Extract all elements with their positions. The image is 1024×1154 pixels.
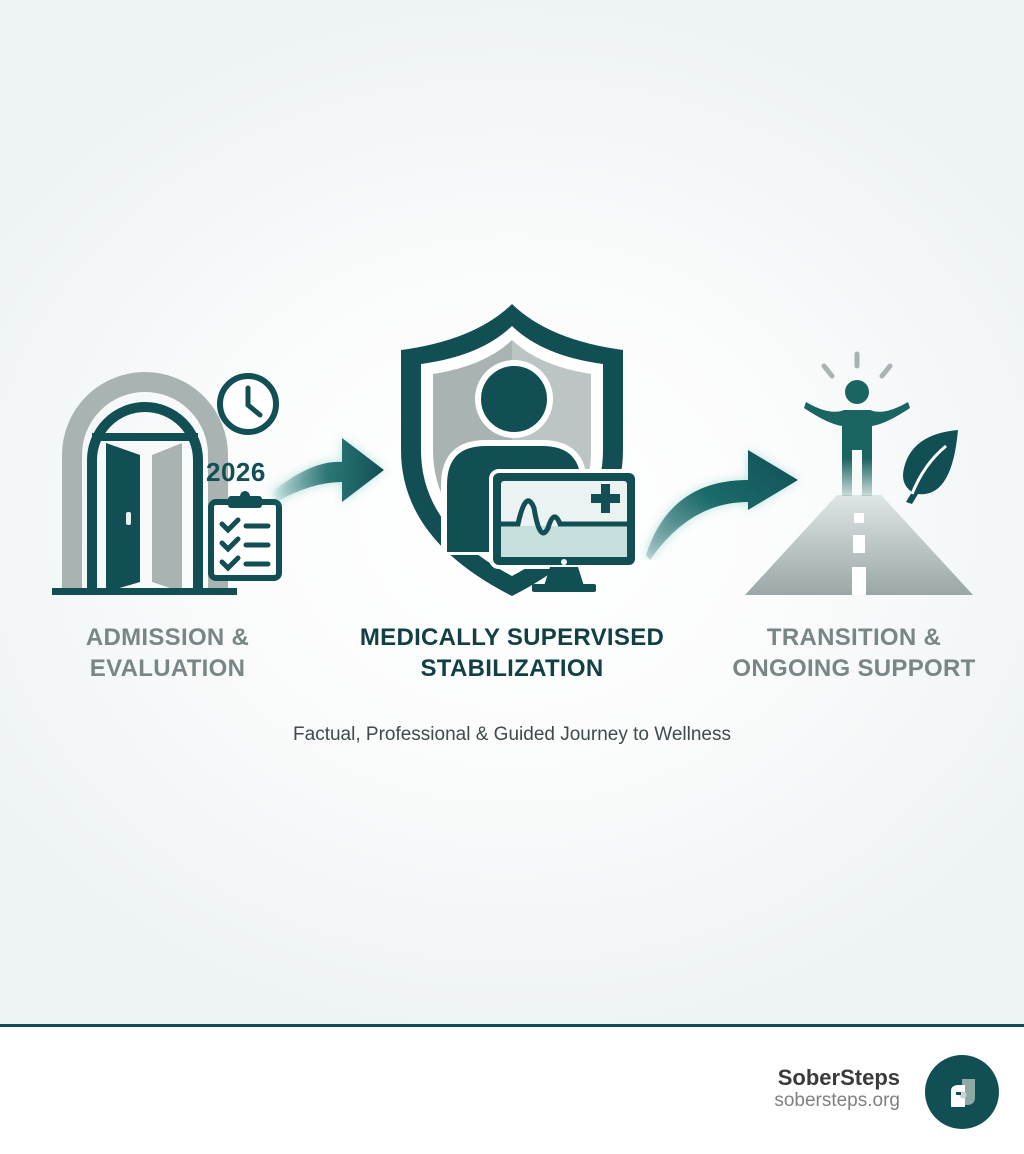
step-1-title-line2: EVALUATION	[89, 655, 246, 682]
step-3-title-line1: TRANSITION &	[766, 624, 942, 651]
heart-monitor-icon	[489, 469, 639, 592]
footer	[0, 1027, 1024, 1154]
arrow-right-icon	[272, 438, 384, 502]
step-2-title-line1: MEDICALLY SUPERVISED	[359, 624, 665, 651]
step-3-title: TRANSITION & ONGOING SUPPORT	[712, 622, 996, 684]
tagline: Factual, Professional & Guided Journey t…	[293, 724, 731, 745]
person-arms-raised-icon	[804, 351, 910, 496]
step-1-title: ADMISSION & EVALUATION	[60, 622, 275, 684]
step-3-title-line2: ONGOING SUPPORT	[732, 655, 976, 682]
clipboard-checklist-icon	[208, 491, 282, 581]
brand-url[interactable]: sobersteps.org	[774, 1090, 900, 1111]
arrow-right-icon	[646, 450, 798, 560]
brand-logo[interactable]	[925, 1055, 999, 1129]
year-badge: 2026	[206, 457, 266, 487]
step-2-title: MEDICALLY SUPERVISED STABILIZATION	[330, 622, 694, 684]
leaf-icon	[903, 430, 958, 504]
brand-name: SoberSteps	[777, 1065, 900, 1090]
step-2-title-line2: STABILIZATION	[420, 655, 604, 682]
sobersteps-logo-icon	[951, 1079, 975, 1107]
step-1-title-line1: ADMISSION &	[85, 624, 250, 651]
medical-cross-icon	[591, 484, 620, 513]
door-arch-icon	[52, 372, 237, 595]
road-icon	[745, 495, 973, 595]
footer-divider	[0, 1024, 1024, 1027]
clock-icon	[217, 373, 279, 435]
